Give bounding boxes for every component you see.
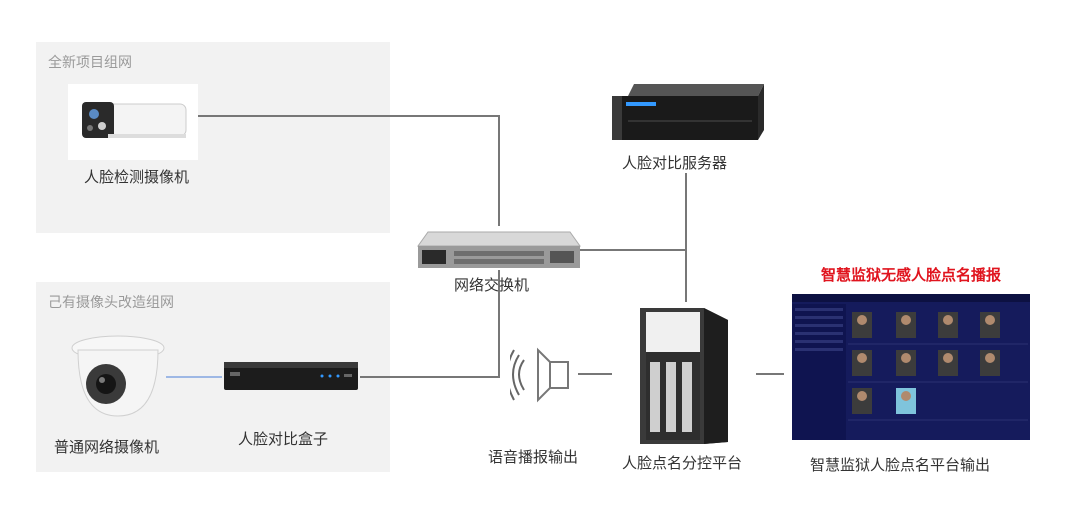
line-face-camera-to-switch bbox=[198, 115, 500, 226]
face-thumbnails bbox=[852, 312, 1000, 414]
line-box-to-switch bbox=[360, 270, 500, 378]
dome-camera-icon bbox=[71, 335, 165, 417]
rollcall-screen-icon bbox=[792, 294, 1030, 440]
face-detection-camera bbox=[68, 84, 198, 160]
new-project-network-label: 全新项目组网 bbox=[48, 55, 132, 71]
face-compare-server-label: 人脸对比服务器 bbox=[622, 154, 728, 172]
face-compare-box bbox=[222, 356, 360, 396]
bullet-camera-icon bbox=[82, 102, 187, 138]
speaker-icon bbox=[506, 347, 569, 403]
face-compare-server bbox=[608, 80, 768, 146]
ordinary-network-camera bbox=[66, 330, 170, 422]
line-switch-to-server bbox=[580, 173, 687, 251]
ordinary-network-camera-label: 普通网络摄像机 bbox=[54, 438, 160, 456]
network-switch-label: 网络交换机 bbox=[454, 276, 530, 294]
nvr-box-icon bbox=[224, 362, 358, 390]
face-compare-box-label: 人脸对比盒子 bbox=[238, 430, 329, 448]
switch-icon bbox=[417, 231, 581, 268]
voice-broadcast-speaker bbox=[506, 346, 574, 404]
rack-server-icon bbox=[612, 84, 764, 140]
rollcall-output-screen-label: 智慧监狱人脸点名平台输出 bbox=[810, 456, 991, 474]
voice-broadcast-label: 语音播报输出 bbox=[488, 448, 579, 466]
retrofit-network-label: 己有摄像头改造组网 bbox=[48, 295, 174, 311]
face-detection-camera-label: 人脸检测摄像机 bbox=[84, 168, 190, 186]
screen-title: 智慧监狱无感人脸点名播报 bbox=[820, 266, 1001, 284]
rollcall-output-screen bbox=[792, 294, 1030, 440]
face-rollcall-platform-label: 人脸点名分控平台 bbox=[622, 454, 743, 472]
face-rollcall-platform bbox=[636, 302, 732, 446]
network-switch bbox=[414, 226, 582, 272]
tower-pc-icon bbox=[640, 308, 728, 444]
